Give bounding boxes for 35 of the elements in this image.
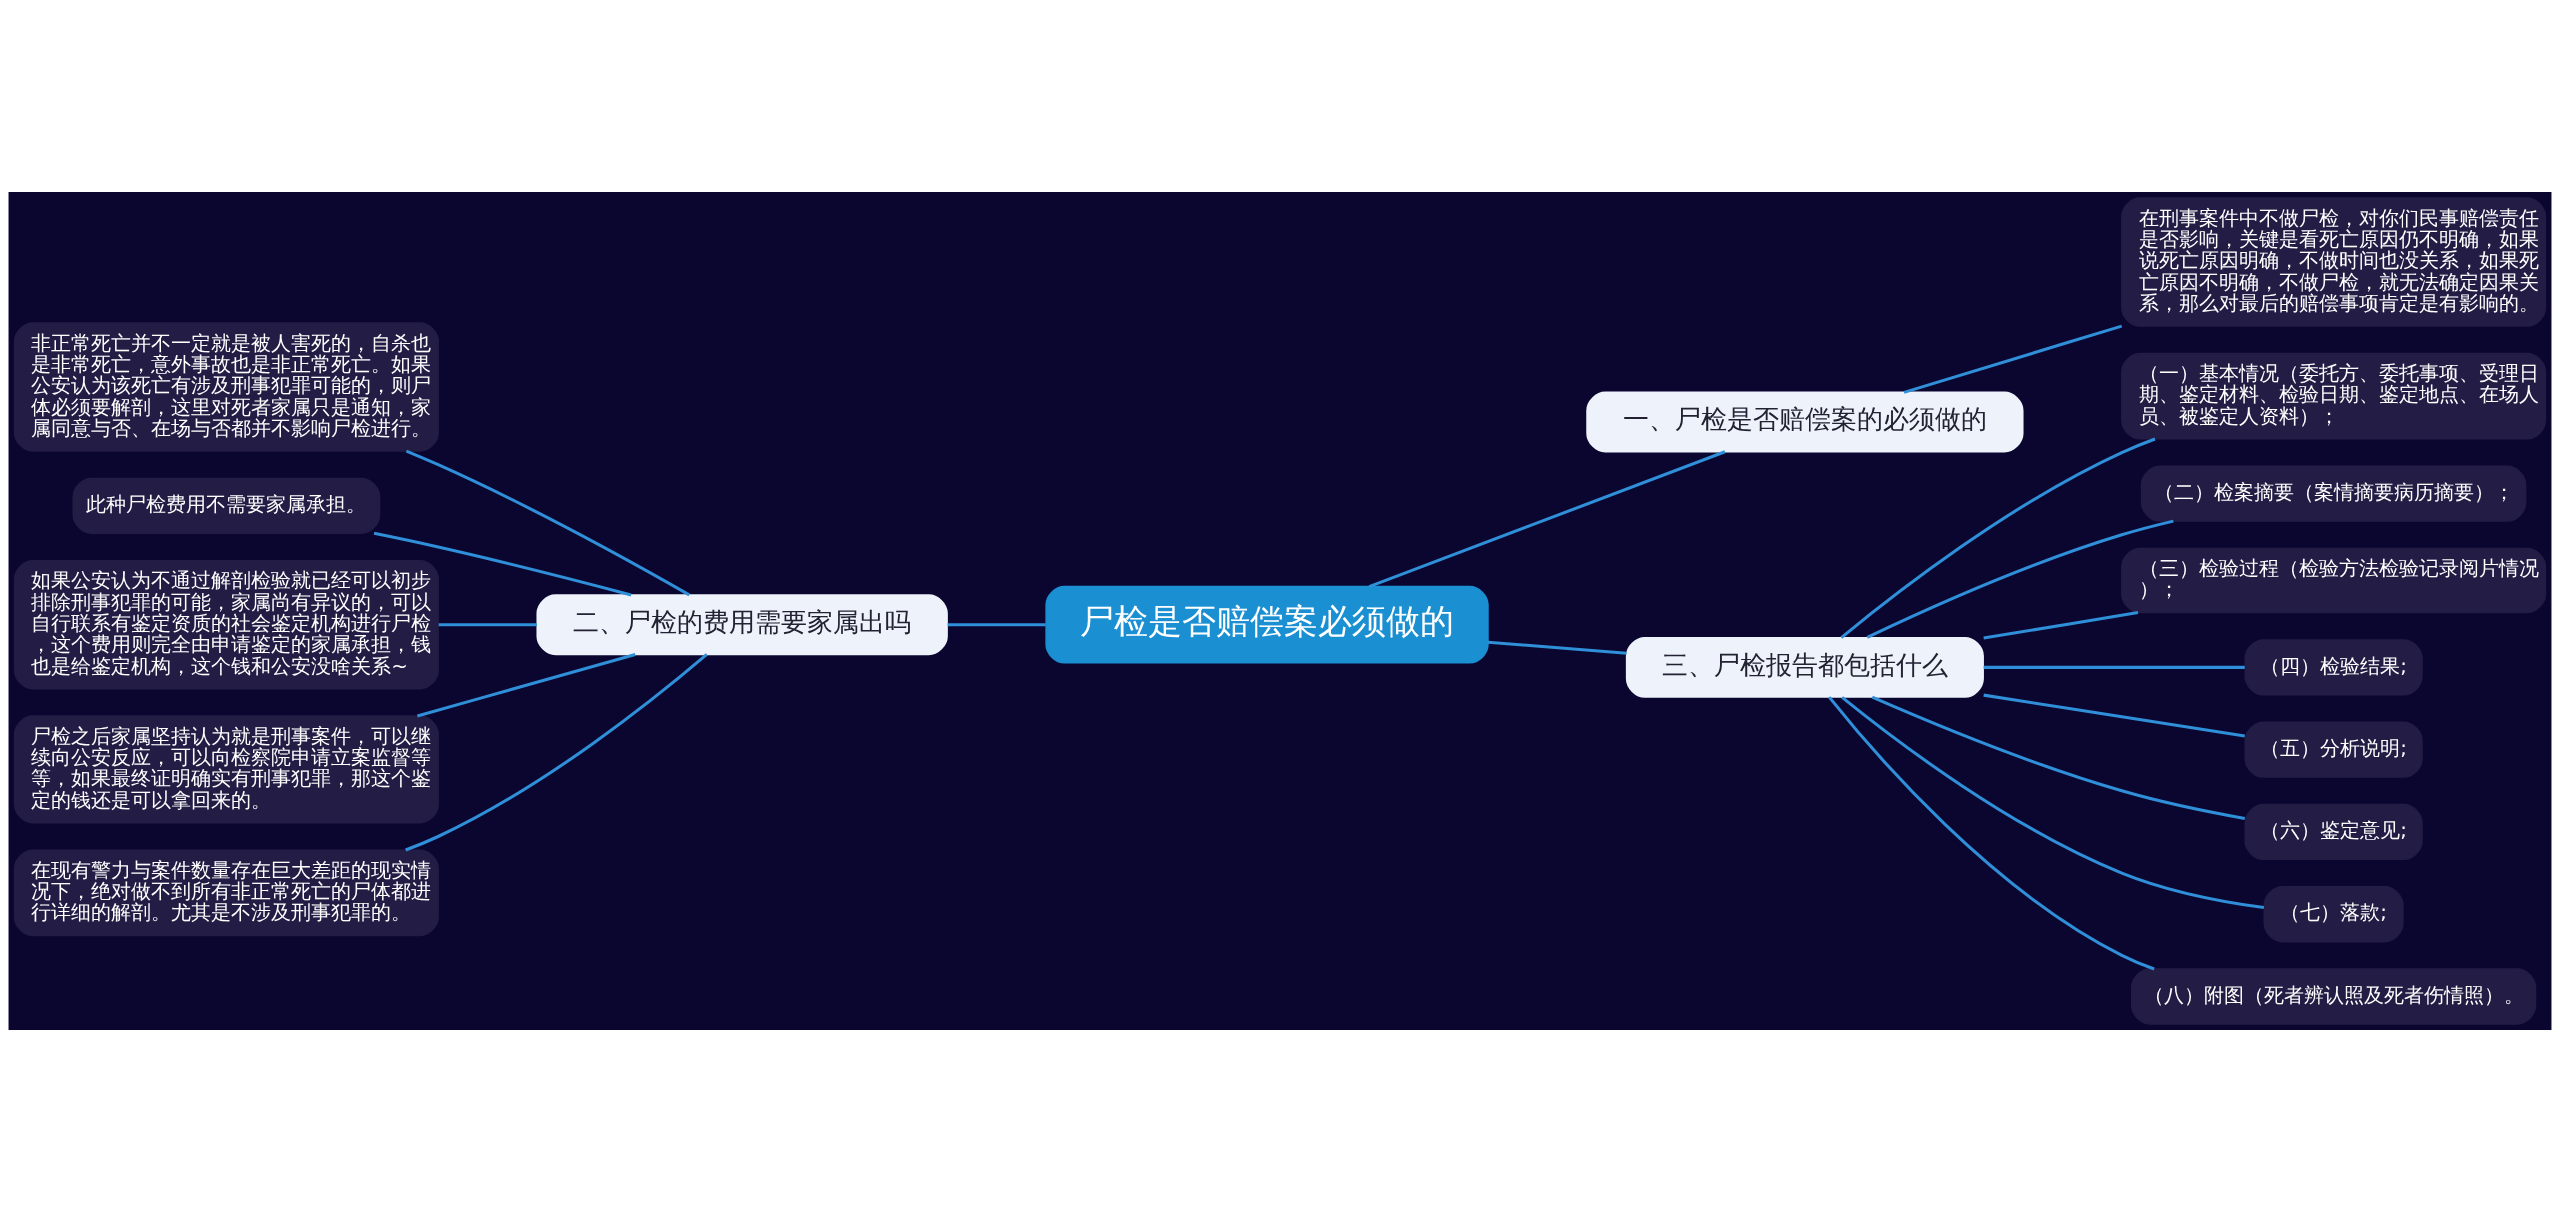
connector xyxy=(1871,695,2246,820)
connector xyxy=(1903,324,2123,394)
connector xyxy=(405,449,690,597)
node-box: 一、尸检是否赔偿案的必须做的 xyxy=(1586,391,2024,453)
node-box: 二、尸检的费用需要家属出吗 xyxy=(536,594,948,656)
connector xyxy=(1983,693,2245,738)
node-box: （八）附图（死者辨认照及死者伤情照）。 xyxy=(2130,968,2537,1025)
node-box: （二）检案摘要（案情摘要病历摘要）； xyxy=(2140,465,2527,522)
node-box: 在现有警力与案件数量存在巨大差距的现实情况下，绝对做不到所有非正常死亡的尸体都进行详细的解剖。尤其是不涉及刑事犯罪的。 xyxy=(13,849,439,937)
connector xyxy=(405,653,708,852)
node-box: （三）检验过程（检验方法检验记录阅片情况）； xyxy=(2121,547,2547,614)
node-box: 如果公安认为不通过解剖检验就已经可以初步排除刑事犯罪的可能，家属尚有异议的，可以自行联系有鉴定资质的社会鉴定机构进行尸检，这个费用则完全由申请鉴定的家属承担，钱也是给鉴定机构，这个钱和公安没啥关系~ xyxy=(13,559,439,690)
node-box: 尸检是否赔偿案必须做的 xyxy=(1045,585,1489,664)
connector xyxy=(1841,696,2265,910)
connector xyxy=(1368,450,1726,588)
connector xyxy=(1840,437,2156,639)
connector xyxy=(416,653,636,718)
node-box: （六）鉴定意见; xyxy=(2244,803,2423,861)
node-box: 三、尸检报告都包括什么 xyxy=(1625,636,1984,698)
node-box: 在刑事案件中不做尸检，对你们民事赔偿责任是否影响，关键是看死亡原因仍不明确，如果说死亡原因明确，不做时间也没关系，如果死亡原因不明确，不做尸检，就无法确定因果关系，那么对最后的赔偿事项肯定是有影响的。 xyxy=(2121,197,2547,327)
node-box: （五）分析说明; xyxy=(2244,721,2423,778)
node-box: 尸检之后家属坚持认为就是刑事案件，可以继续向公安反应，可以向检察院申请立案监督等等，如果最终证明确实有刑事犯罪，那这个鉴定的钱还是可以拿回来的。 xyxy=(13,715,439,824)
connector xyxy=(1866,519,2174,639)
connector xyxy=(1487,640,1627,655)
connector xyxy=(373,531,632,597)
connector xyxy=(1983,665,2245,669)
node-box: （一）基本情况（委托方、委托事项、受理日期、鉴定材料、检验日期、鉴定地点、在场人员、被鉴定人资料）； xyxy=(2121,352,2547,440)
node-box: 非正常死亡并不一定就是被人害死的，自杀也是非常死亡，意外事故也是非正常死亡。如果公安认为该死亡有涉及刑事犯罪可能的，则尸体必须要解剖，这里对死者家属只是通知，家属同意与否、在场与否都并不影响尸检进行。 xyxy=(13,322,439,452)
node-box: 此种尸检费用不需要家属承担。 xyxy=(72,477,381,535)
connector xyxy=(1983,611,2139,640)
connector xyxy=(947,623,1046,627)
node-box: （七）落款; xyxy=(2263,886,2404,943)
node-box: （四）检验结果; xyxy=(2244,639,2423,696)
connector xyxy=(438,623,537,627)
connector xyxy=(1828,696,2155,971)
